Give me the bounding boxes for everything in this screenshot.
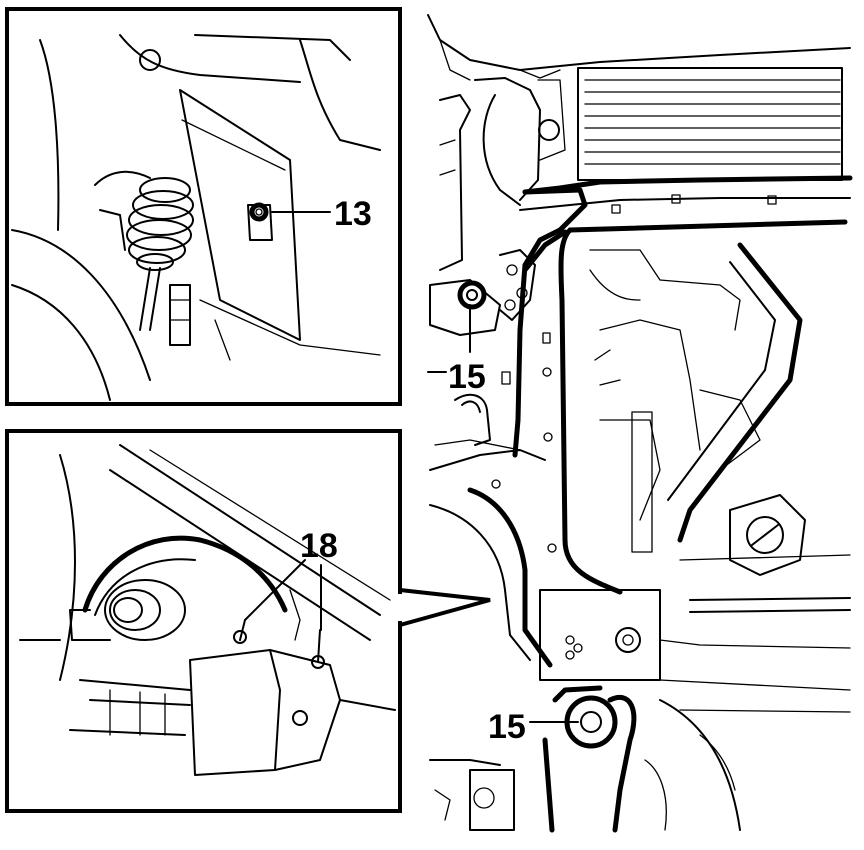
rack-boot — [126, 177, 194, 271]
cv-joint — [69, 579, 186, 641]
callout-18-leaders — [244, 559, 322, 631]
callout-label-15-lower: 15 — [488, 708, 526, 746]
callout-label-13: 13 — [334, 195, 372, 233]
inset-engine-mount — [5, 429, 491, 813]
lower-subframe-mount — [542, 685, 637, 833]
radiator-grille — [577, 67, 843, 181]
callout-15-upper-leaders — [427, 304, 471, 373]
callout-label-18: 18 — [300, 527, 338, 565]
main-view-subframe — [427, 14, 853, 833]
engine-mount-block — [189, 630, 341, 776]
inset-steering-rack — [5, 7, 402, 406]
callout-label-15-upper: 15 — [448, 358, 486, 396]
bolt-13 — [247, 202, 273, 241]
right-mount — [729, 494, 806, 576]
upper-subframe-mount — [429, 249, 536, 336]
